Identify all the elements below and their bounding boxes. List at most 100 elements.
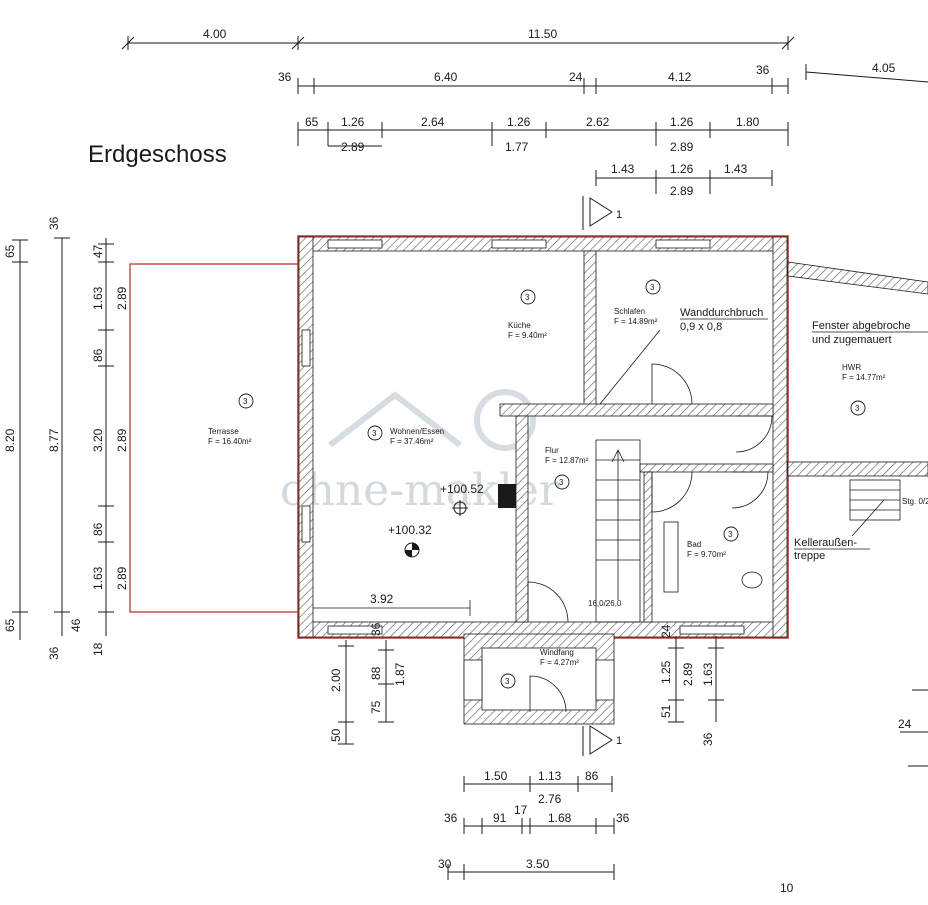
stair-label-right: Stg. 0/26,0 (902, 497, 928, 506)
dim-label: 3.92 (370, 592, 394, 606)
dim-label: 36 (616, 811, 630, 825)
dim-label: 51 (659, 704, 673, 718)
left-dimensions (12, 237, 114, 640)
room-name: HWR (842, 363, 861, 372)
walls (298, 236, 928, 725)
annotations: Wanddurchbruch 0,9 x 0,8 Fenster abgebro… (370, 307, 928, 608)
room-number: 3 (855, 404, 860, 413)
left-dimension-labels: 65 8.20 65 36 36 8.77 46 47 1.63 86 3.20… (3, 216, 129, 660)
dim-label: 2.89 (670, 184, 694, 198)
dim-label: 1.87 (393, 662, 407, 686)
dim-label: 1.50 (484, 769, 508, 783)
levels: +100.52 +100.32 (388, 482, 484, 558)
room-number: 3 (650, 283, 655, 292)
room-windfang: 3 Windfang F = 4.27m² (500, 648, 579, 689)
dim-label: 36 (444, 811, 458, 825)
dim-label: 46 (69, 618, 83, 632)
dim-label: 2.62 (586, 115, 610, 129)
room-name: Bad (687, 540, 701, 549)
dim-label: 10 (780, 881, 794, 895)
dim-label: 47 (91, 244, 105, 258)
dim-label: 65 (3, 618, 17, 632)
dim-label: 36 (369, 622, 383, 636)
room-number: 3 (728, 530, 733, 539)
dim-label: 8.20 (3, 428, 17, 452)
top-dimension-labels: 4.00 11.50 36 6.40 24 4.12 36 4.05 65 1.… (203, 27, 896, 198)
stair-label: 16,0/26,0 (588, 599, 622, 608)
room-number: 3 (243, 397, 248, 406)
dim-label: 6.40 (434, 70, 458, 84)
dim-label: 1.63 (91, 566, 105, 590)
annotation-wanddurchbruch-size: 0,9 x 0,8 (680, 321, 722, 333)
dim-label: 91 (493, 811, 507, 825)
dim-label: 17 (514, 803, 528, 817)
room-name: Wohnen/Essen (390, 427, 444, 436)
room-name: Küche (508, 321, 531, 330)
level-label: +100.52 (440, 482, 484, 496)
dim-label: 50 (329, 728, 343, 742)
dim-label: 1.63 (701, 662, 715, 686)
dim-label: 88 (369, 666, 383, 680)
dim-label: 4.00 (203, 27, 227, 41)
dim-label: 1.80 (736, 115, 760, 129)
room-number: 3 (505, 677, 510, 686)
dim-label: 4.05 (872, 61, 896, 75)
dim-label: 36 (278, 70, 292, 84)
dim-label: 18 (91, 642, 105, 656)
room-wohnen: 3 Wohnen/Essen F = 37.46m² (367, 425, 444, 446)
dim-label: 2.89 (115, 566, 129, 590)
dim-label: 1.43 (611, 162, 635, 176)
dim-label: 1.43 (724, 162, 748, 176)
house-outline (297, 235, 789, 639)
dim-label: 36 (47, 216, 61, 230)
dim-label: 1.77 (505, 140, 529, 154)
dim-label: 24 (898, 717, 912, 731)
dim-label: 2.89 (681, 662, 695, 686)
room-name: Flur (545, 446, 559, 455)
dim-label: 1.68 (548, 811, 572, 825)
dim-label: 2.89 (341, 140, 365, 154)
room-area: F = 9.40m² (508, 331, 547, 340)
dim-label: 1.26 (341, 115, 365, 129)
dim-label: 86 (91, 522, 105, 536)
dim-label: 36 (701, 732, 715, 746)
dim-label: 3.50 (526, 857, 550, 871)
dim-label: 65 (305, 115, 319, 129)
dim-label: 1.26 (670, 115, 694, 129)
dim-label: 30 (438, 857, 452, 871)
room-area: F = 12.87m² (545, 456, 589, 465)
dim-label: 1.26 (670, 162, 694, 176)
annotation-fenster-2: und zugemauert (812, 334, 892, 346)
room-name: Schlafen (614, 307, 645, 316)
dim-label: 2.89 (115, 286, 129, 310)
dim-label: 1.63 (91, 286, 105, 310)
section-markers (582, 196, 613, 756)
dim-label: 75 (369, 700, 383, 714)
room-area: F = 14.77m² (842, 373, 886, 382)
room-bad: 3 Bad F = 9.70m² (687, 526, 739, 559)
dim-label: 8.77 (47, 428, 61, 452)
annotation-keller-1: Kelleraußen- (794, 537, 857, 549)
annotation-wanddurchbruch: Wanddurchbruch (680, 307, 763, 319)
room-name: Windfang (540, 648, 574, 657)
dim-label: 24 (569, 70, 583, 84)
chimney (498, 484, 516, 508)
dim-label: 1.13 (538, 769, 562, 783)
section-mark-bottom: 1 (616, 735, 622, 747)
dim-label: 2.89 (670, 140, 694, 154)
room-labels: 3 Terrasse F = 16.40m² 3 Wohnen/Essen F … (208, 279, 886, 689)
section-mark-top: 1 (616, 209, 622, 221)
dim-label: 36 (47, 646, 61, 660)
dim-label: 2.76 (538, 792, 562, 806)
room-flur: 3 Flur F = 12.87m² (545, 446, 589, 490)
room-area: F = 37.46m² (390, 437, 434, 446)
dim-label: 2.64 (421, 115, 445, 129)
room-area: F = 9.70m² (687, 550, 726, 559)
dim-label: 2.00 (329, 668, 343, 692)
room-name: Terrasse (208, 427, 239, 436)
room-area: F = 14.89m² (614, 317, 658, 326)
dim-label: 24 (659, 624, 673, 638)
room-kueche: 3 Küche F = 9.40m² (508, 289, 547, 340)
